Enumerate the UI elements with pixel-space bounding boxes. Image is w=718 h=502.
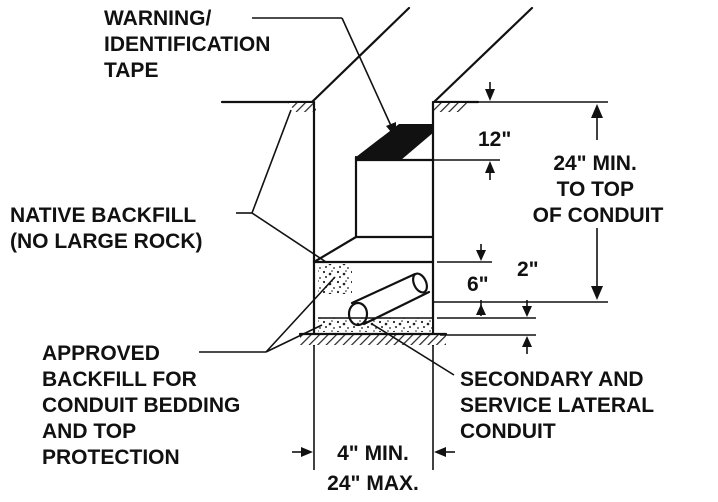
dimension-12in xyxy=(434,82,500,180)
native-backfill-zone xyxy=(312,235,435,264)
trench-bottom xyxy=(298,332,448,345)
soil-hatch-markers xyxy=(288,103,468,112)
dimension-trench-width xyxy=(292,345,455,470)
dimension-6in xyxy=(437,244,536,319)
leader-native-backfill xyxy=(236,109,327,263)
leader-warning-tape xyxy=(252,17,396,138)
twelve-inch-label: 12" xyxy=(478,128,511,151)
warning-tape-label: WARNING/ IDENTIFICATION TAPE xyxy=(104,7,276,82)
leader-approved-backfill xyxy=(199,276,336,353)
leader-conduit xyxy=(371,323,455,376)
dimension-24in-min xyxy=(434,101,608,303)
warning-tape xyxy=(354,124,435,239)
conduit-label: SECONDARY AND SERVICE LATERAL CONDUIT xyxy=(460,368,660,443)
trench-walls xyxy=(312,100,435,347)
min-to-top-label: 24" MIN. TO TOP OF CONDUIT xyxy=(533,152,664,227)
width-min-label: 4" MIN. xyxy=(337,442,409,465)
six-inch-label: 6" xyxy=(467,273,489,296)
two-inch-label: 2" xyxy=(517,258,539,281)
ground-surface xyxy=(220,6,534,104)
dimension-2in xyxy=(440,300,536,354)
native-backfill-label: NATIVE BACKFILL (NO LARGE ROCK) xyxy=(10,204,203,253)
width-max-label: 24" MAX. xyxy=(327,472,419,495)
approved-backfill-label: APPROVED BACKFILL FOR CONDUIT BEDDING AN… xyxy=(42,342,246,469)
conduit-pipe xyxy=(347,272,431,327)
